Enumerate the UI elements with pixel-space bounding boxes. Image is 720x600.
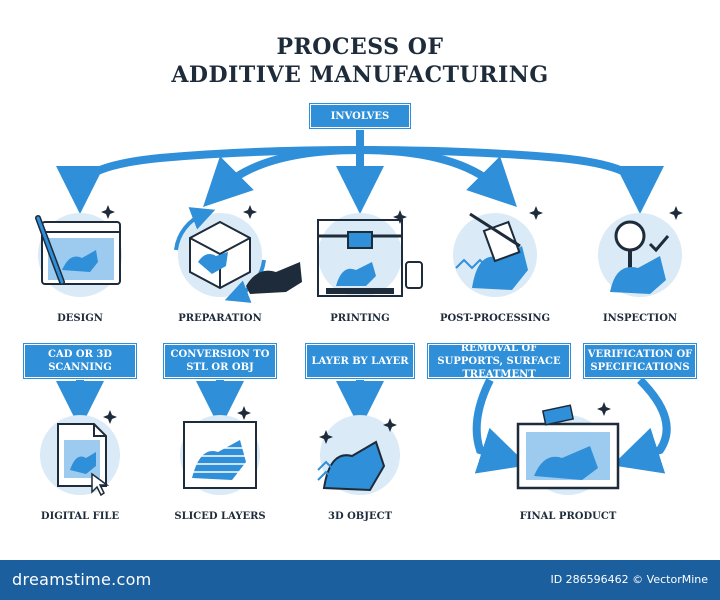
title-line-2: ADDITIVE MANUFACTURING bbox=[171, 62, 549, 88]
method-box-printing: LAYER BY LAYER bbox=[305, 343, 415, 379]
branch-preparation bbox=[203, 146, 361, 207]
footer-site-name[interactable]: dreamstime.com bbox=[12, 570, 152, 589]
design-window-pen-icon bbox=[35, 205, 122, 297]
method-box-post-processing: REMOVAL OF SUPPORTS, SURFACE TREATMENT bbox=[427, 343, 571, 380]
method-box-inspection: VERIFICATION OF SPECIFICATIONS bbox=[583, 343, 697, 379]
magnifier-check-icon bbox=[598, 206, 683, 297]
footer-bar: dreamstime.com ID 286596462 © VectorMine bbox=[0, 560, 720, 600]
output-label-3d-object: 3D OBJECT bbox=[327, 511, 393, 522]
file-tools-icon bbox=[453, 206, 543, 297]
footer-image-id: ID 286596462 © VectorMine bbox=[550, 573, 708, 586]
diagram-art bbox=[35, 130, 683, 497]
final-product-icon bbox=[516, 402, 620, 495]
method-box-design: CAD OR 3D SCANNING bbox=[23, 343, 137, 379]
stage-label-preparation: PREPARATION bbox=[178, 313, 262, 324]
branch-inspection bbox=[359, 146, 664, 214]
arrow-inspection-final bbox=[612, 377, 671, 474]
stage-label-inspection: INSPECTION bbox=[602, 313, 678, 324]
stage-label-printing: PRINTING bbox=[330, 313, 390, 324]
connectors bbox=[56, 130, 664, 214]
method-box-preparation: CONVERSION TO STL OR OBJ bbox=[163, 343, 277, 379]
output-label-final-product: FINAL PRODUCT bbox=[519, 511, 617, 522]
title-line-1: PROCESS OF bbox=[276, 34, 444, 60]
cube-rotation-icon bbox=[174, 205, 302, 303]
output-label-sliced-layers: SLICED LAYERS bbox=[174, 511, 266, 522]
3d-object-icon bbox=[317, 415, 400, 495]
stage-label-design: DESIGN bbox=[57, 313, 103, 324]
output-label-digital-file: DIGITAL FILE bbox=[40, 511, 120, 522]
method-arrows bbox=[56, 377, 671, 474]
3d-printer-icon bbox=[317, 210, 423, 297]
stage-label-post-processing: POST-PROCESSING bbox=[439, 313, 551, 324]
involves-box: INVOLVES bbox=[309, 103, 411, 129]
digital-file-icon bbox=[40, 410, 120, 497]
arrow-post-final bbox=[472, 378, 528, 474]
sliced-layers-icon bbox=[180, 406, 260, 495]
